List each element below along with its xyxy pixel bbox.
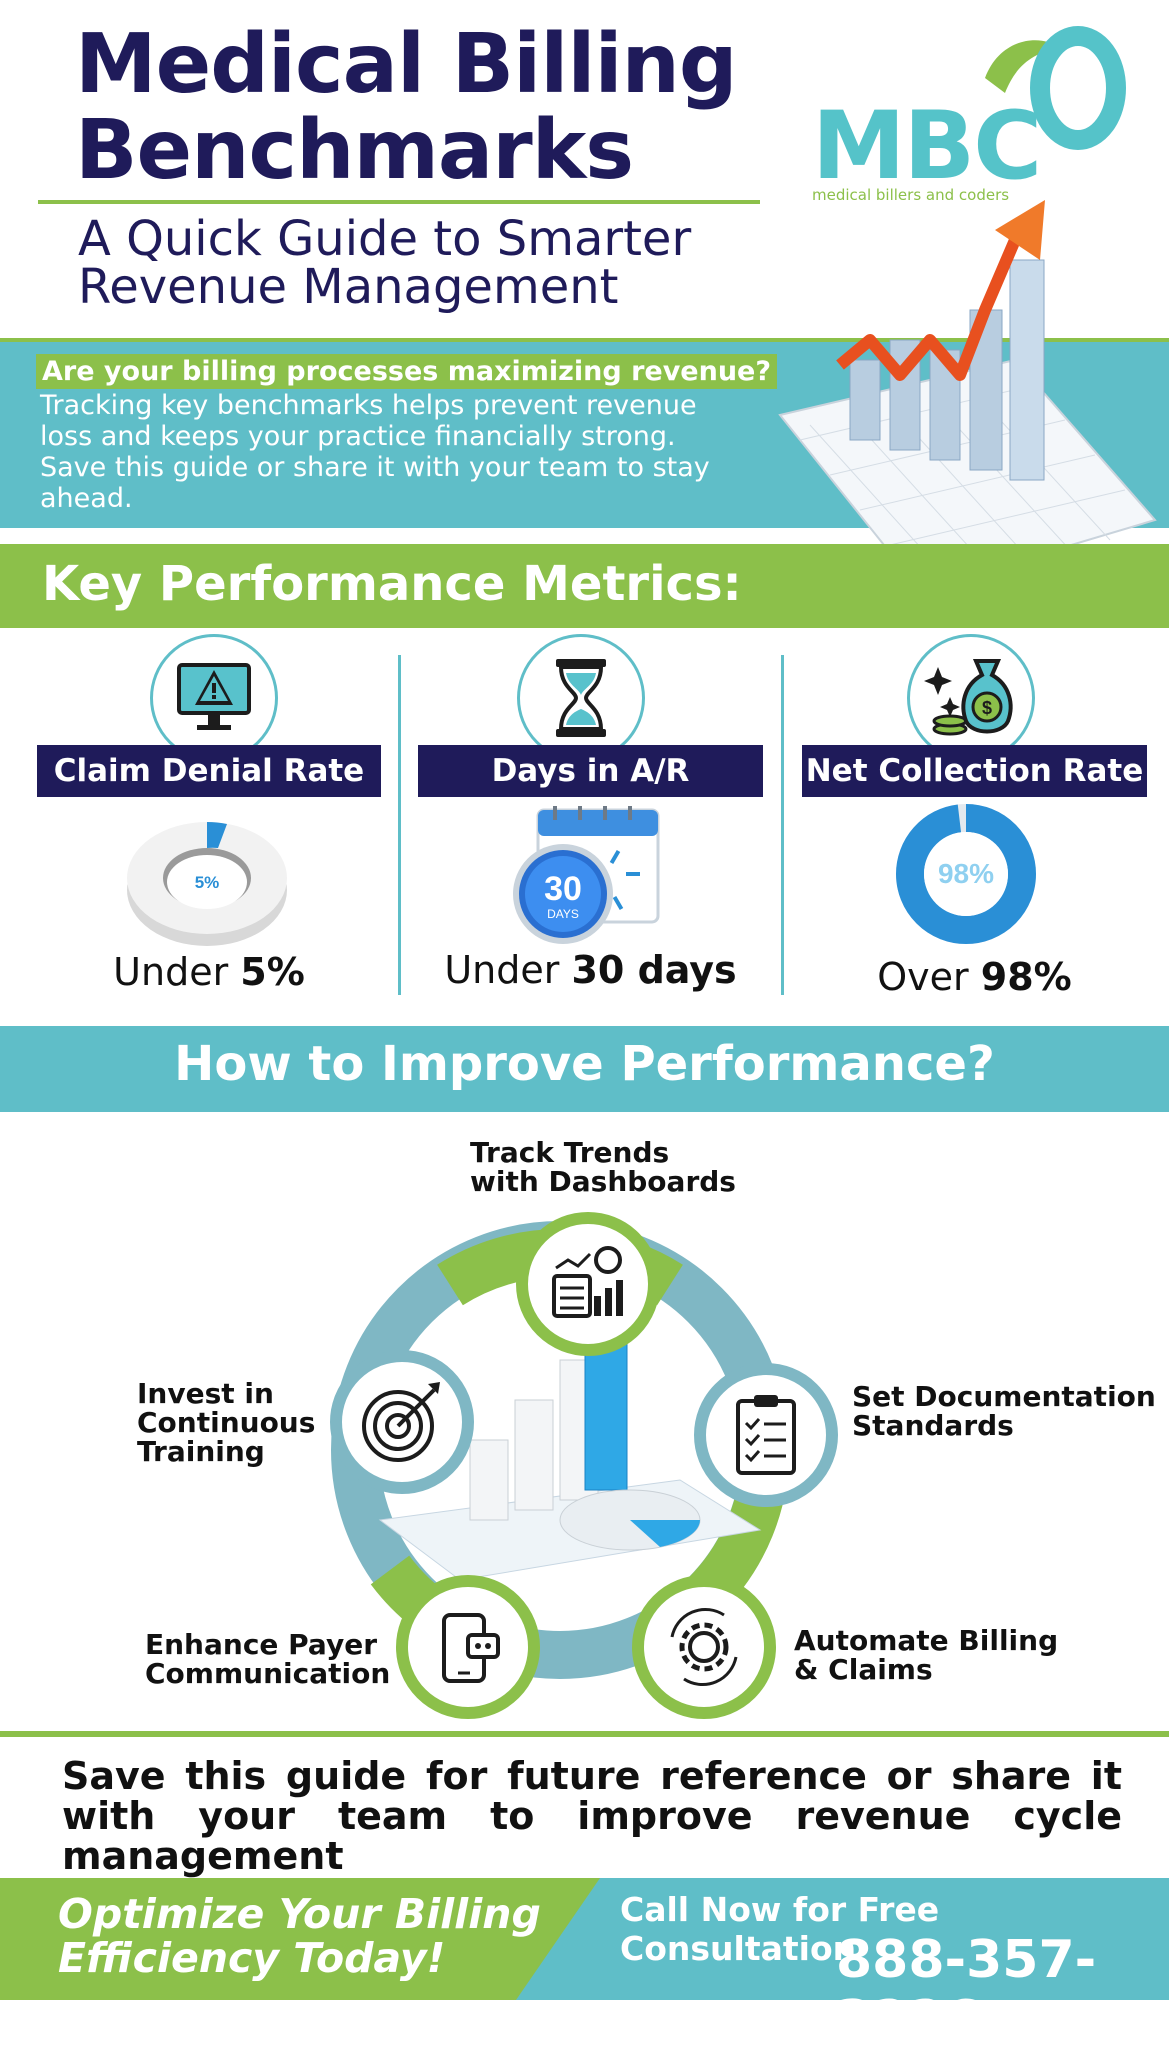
save-line-2: with your team to improve revenue cycle … [62,1794,1122,1878]
metric-value-days-ar: Under 30 days [418,948,763,992]
logo-text: MBC [812,92,1042,201]
step-training: Invest in Continuous Training [137,1379,315,1466]
save-guide-text: Save this guide for future reference or … [62,1756,1122,1876]
gear-icon [632,1575,776,1719]
phone-chat-icon [396,1575,540,1719]
improve-band [0,1026,1169,1112]
net-collection-graphic-text: 98% [938,858,994,889]
rising-chart-illustration [778,200,1157,592]
metric-value-claim-denial: Under 5% [37,950,381,994]
step-line: Enhance Payer [145,1628,378,1661]
step-line: Track Trends [470,1136,670,1169]
cta-line-2: Efficiency Today! [58,1934,446,1982]
mbc-logo-mark [985,26,1126,150]
step-line: Invest in [137,1377,274,1410]
target-icon [330,1350,474,1494]
calendar-unit: DAYS [547,907,579,921]
step-line: Continuous [137,1406,316,1439]
intro-question: Are your billing processes maximizing re… [36,354,778,389]
claim-denial-donut: 5% [127,822,287,946]
calendar-30-days-icon: 30 DAYS [513,806,660,944]
metric-number: 30 days [571,948,737,992]
center-chart-graphic [378,1284,762,1581]
cta-optimize-text: Optimize Your Billing Efficiency Today! [58,1892,541,1980]
step-line: with Dashboards [470,1165,736,1198]
intro-line-1: Tracking key benchmarks helps prevent re… [40,390,697,421]
step-line: Automate Billing [794,1624,1059,1657]
call-now-label: Call Now for Free Consultation [620,1890,940,1968]
subtitle-line-1: A Quick Guide to Smarter [78,211,692,267]
phone-number-link[interactable]: 888-357-3226 [836,1930,1097,2050]
step-line: Set Documentation [852,1380,1156,1413]
page-subtitle: A Quick Guide to Smarter Revenue Managem… [78,215,691,311]
step-track-trends: Track Trends with Dashboards [470,1138,736,1196]
hourglass-icon [517,634,645,762]
intro-line-2: loss and keeps your practice financially… [40,421,676,452]
step-documentation: Set Documentation Standards [852,1382,1156,1440]
step-line: Communication [145,1657,391,1690]
logo-tagline: medical billers and coders [812,186,1010,204]
cta-line-1: Optimize Your Billing [58,1890,541,1938]
intro-text: Tracking key benchmarks helps prevent re… [40,390,780,514]
step-line: Standards [852,1409,1014,1442]
title-line-2: Benchmarks [75,103,634,198]
step-automate: Automate Billing & Claims [794,1626,1058,1684]
step-line: & Claims [794,1653,933,1686]
metric-prefix: Over [877,955,969,999]
net-collection-arc [896,804,1036,944]
claim-denial-graphic-text: 5% [195,873,220,892]
metric-label-net-collection: Net Collection Rate [802,745,1147,797]
step-line: Training [137,1435,265,1468]
page-title: Medical Billing Benchmarks [75,17,738,198]
metric-prefix: Under [444,948,560,992]
intro-line-3: Save this guide or share it with your te… [40,452,710,483]
net-collection-donut: 98% [896,804,1036,944]
metric-label-claim-denial: Claim Denial Rate [37,745,381,797]
svg-text:$: $ [982,698,992,718]
alert-monitor-icon [150,634,278,762]
metric-value-net-collection: Over 98% [802,955,1147,999]
metric-number: 5% [240,950,305,994]
cta-left-panel [0,1878,600,2000]
metrics-section-title: Key Performance Metrics: [42,556,742,612]
step-payer-communication: Enhance Payer Communication [145,1630,390,1688]
metrics-band [0,544,1169,628]
clipboard-icon [694,1363,838,1507]
section-divider [0,1731,1169,1737]
metric-label-days-ar: Days in A/R [418,745,763,797]
metric-number: 98% [980,955,1072,999]
improve-section-title: How to Improve Performance? [174,1036,995,1092]
title-underline [38,200,760,204]
metrics-divider [398,655,401,995]
title-line-1: Medical Billing [75,17,738,112]
metric-prefix: Under [113,950,229,994]
metrics-divider [781,655,784,995]
intro-line-4: ahead. [40,483,133,514]
subtitle-line-2: Revenue Management [78,259,619,315]
calendar-number: 30 [544,870,582,908]
save-line-1: Save this guide for future reference or … [62,1754,1122,1798]
money-bag-icon: $ [907,634,1035,762]
dashboard-icon [516,1212,660,1356]
